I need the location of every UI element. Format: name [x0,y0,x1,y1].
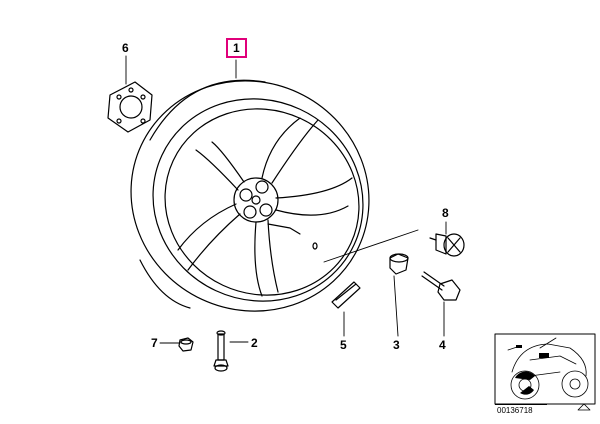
valve-nut[interactable] [178,337,194,352]
vehicle-thumbnail [494,333,596,411]
balance-weight[interactable] [331,281,361,309]
callout-1[interactable]: 1 [226,38,247,58]
callout-7[interactable]: 7 [151,336,158,350]
callout-8[interactable]: 8 [442,206,449,220]
callout-6[interactable]: 6 [122,41,129,55]
leader-lines [125,55,447,344]
callout-3[interactable]: 3 [393,338,400,352]
callout-5[interactable]: 5 [340,338,347,352]
tire-valve[interactable] [213,330,229,372]
spacer-plate[interactable] [107,81,153,133]
thumbnail-highlight [515,345,549,395]
catalog-number: 00136718 [495,404,547,417]
bushing[interactable] [389,253,409,275]
cast-wheel[interactable] [93,42,407,350]
callout-2[interactable]: 2 [251,336,258,350]
callout-4[interactable]: 4 [439,338,446,352]
cover-cap[interactable] [429,233,465,257]
hex-screw[interactable] [421,271,461,301]
